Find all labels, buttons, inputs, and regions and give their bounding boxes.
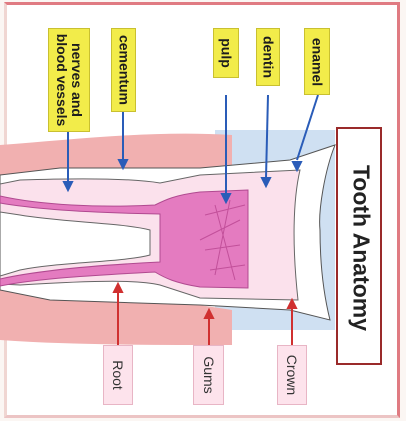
label-pulp-text: pulp xyxy=(219,38,234,68)
label-cementum-text: cementum xyxy=(116,35,131,105)
label-cementum: cementum xyxy=(111,28,136,112)
label-pulp: pulp xyxy=(213,28,239,78)
label-enamel: enamel xyxy=(304,28,330,95)
region-crown-text: Crown xyxy=(284,355,300,395)
label-nerves-line1: nerves and xyxy=(69,34,84,127)
label-nerves-blood-vessels-text: nerves and blood vessels xyxy=(54,34,84,127)
title-box: Tooth Anatomy xyxy=(336,127,382,365)
region-root: Root xyxy=(103,345,133,405)
region-gums-text: Gums xyxy=(201,356,217,393)
page-title: Tooth Anatomy xyxy=(348,165,375,331)
region-crown: Crown xyxy=(277,345,307,405)
region-root-text: Root xyxy=(110,360,126,390)
region-gums: Gums xyxy=(193,345,224,405)
label-nerves-line2: blood vessels xyxy=(54,34,69,127)
label-nerves-blood-vessels: nerves and blood vessels xyxy=(48,28,90,132)
label-dentin: dentin xyxy=(256,28,280,86)
label-dentin-text: dentin xyxy=(261,36,276,78)
label-enamel-text: enamel xyxy=(310,37,325,85)
